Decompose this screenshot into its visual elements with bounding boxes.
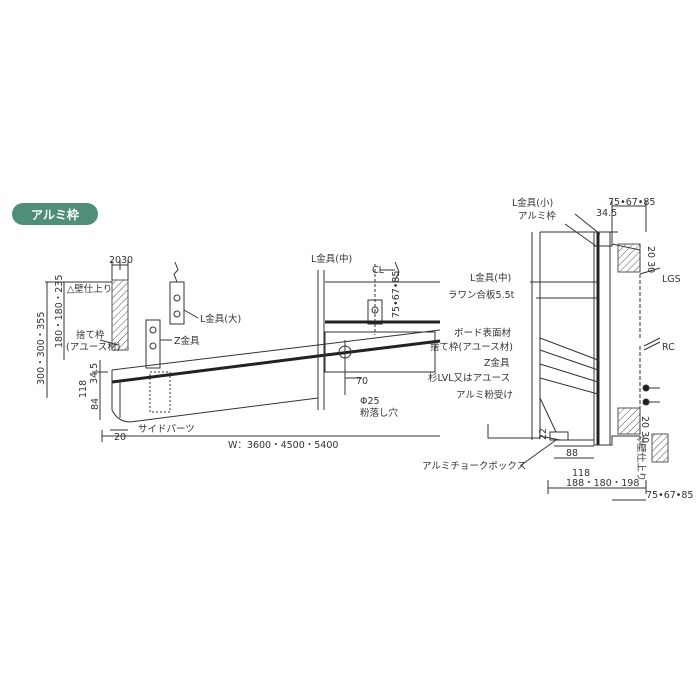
section-l-bracket-small: L金具(小) [512, 197, 553, 209]
section-dim-bottom2: 75•67•85 [646, 490, 693, 501]
section-l-bracket-mid: L金具(中) [470, 272, 511, 284]
front-dim-20: 20 [109, 255, 121, 266]
beam-body [324, 331, 436, 373]
screw-2 [642, 398, 650, 406]
front-wall-hatch [111, 279, 129, 351]
front-l-bracket-large: L金具(大) [200, 313, 241, 325]
section-dim-top: 75•67•85 [608, 197, 655, 208]
front-dim-345: 34.5 [89, 363, 100, 384]
section-dim-22: 22 [538, 428, 549, 440]
front-elevation [45, 260, 441, 442]
front-sutewaku-sub: (アユース材) [66, 341, 120, 353]
front-dim-30: 30 [121, 255, 133, 266]
front-dim-118: 118 [78, 380, 89, 398]
section-alumi-frame: アルミ枠 [518, 210, 556, 222]
section-dim-345: 34.5 [596, 208, 617, 219]
l-bracket-large-shape [169, 281, 185, 325]
front-width: W：3600・4500・5400 [228, 440, 338, 451]
screw-1 [642, 384, 650, 392]
section-dim-2030: 20 30 [645, 246, 656, 273]
frame-top-line [111, 344, 319, 371]
front-dim-355: 300・300・355 [36, 312, 47, 385]
chalk-box [549, 431, 569, 441]
z-bracket-shape [145, 319, 161, 369]
section-dim-118: 118 [572, 468, 590, 479]
front-dim-235: 180・180・235 [54, 275, 65, 348]
section-dim-2030b: 20 30 [639, 416, 650, 443]
section-z-bracket: Z金具 [484, 357, 510, 369]
section-labels: L金具(小) アルミ枠 75•67•85 34.5 20 30 L金具(中) ラ… [422, 197, 693, 501]
chalk-tray-left [487, 424, 541, 439]
section-chalk-box: アルミチョークボックス [422, 461, 526, 472]
section-hatch-top [617, 243, 641, 273]
side-part-dotted [149, 371, 171, 413]
front-sutewaku: 捨て枠 [76, 329, 105, 341]
section-wall-finish: ▽壁仕上り [635, 436, 647, 481]
front-z-bracket: Z金具 [174, 335, 200, 347]
alumi-frame-badge: アルミ枠 [12, 203, 98, 225]
front-dim-7567: 75•67•85 [391, 271, 402, 318]
section-sugi: 杉LVL又はアユース [428, 372, 510, 384]
l-bracket-hole-2 [173, 310, 181, 318]
section-sutewaku: 捨て枠(アユース材) [430, 341, 513, 353]
front-drain-hole: 粉落し穴 [360, 407, 399, 419]
front-dim-20b: 20 [114, 432, 126, 443]
l-bracket-hole-1 [173, 294, 181, 302]
section-lauan: ラワン合板5.5t [448, 289, 515, 301]
section-board: ボード表面材 [454, 327, 512, 339]
break-mark-1 [173, 261, 179, 283]
section-hatch-bottom [617, 407, 641, 435]
front-l-bracket-mid: L金具(中) [311, 253, 352, 265]
section-alumi-receiver: アルミ粉受け [456, 389, 513, 401]
front-wall-finish: △壁仕上り [67, 283, 112, 295]
section-dim-bottom: 188・180・198 [566, 478, 639, 489]
section-rc: RC [662, 342, 675, 353]
section-view [487, 200, 669, 501]
front-dim-84: 84 [90, 398, 101, 410]
front-phi25: Φ25 [360, 396, 380, 407]
front-side-parts: サイドパーツ [138, 424, 195, 435]
front-cl: CL [372, 265, 385, 276]
section-dim-88: 88 [566, 448, 578, 459]
frame-rail [111, 354, 319, 384]
front-labels: 20 30 △壁仕上り 180・180・235 300・300・355 捨て枠 … [36, 253, 402, 451]
front-dim-70: 70 [356, 376, 368, 387]
frame-bottom-curve [111, 397, 319, 423]
section-lgs: LGS [662, 274, 681, 285]
